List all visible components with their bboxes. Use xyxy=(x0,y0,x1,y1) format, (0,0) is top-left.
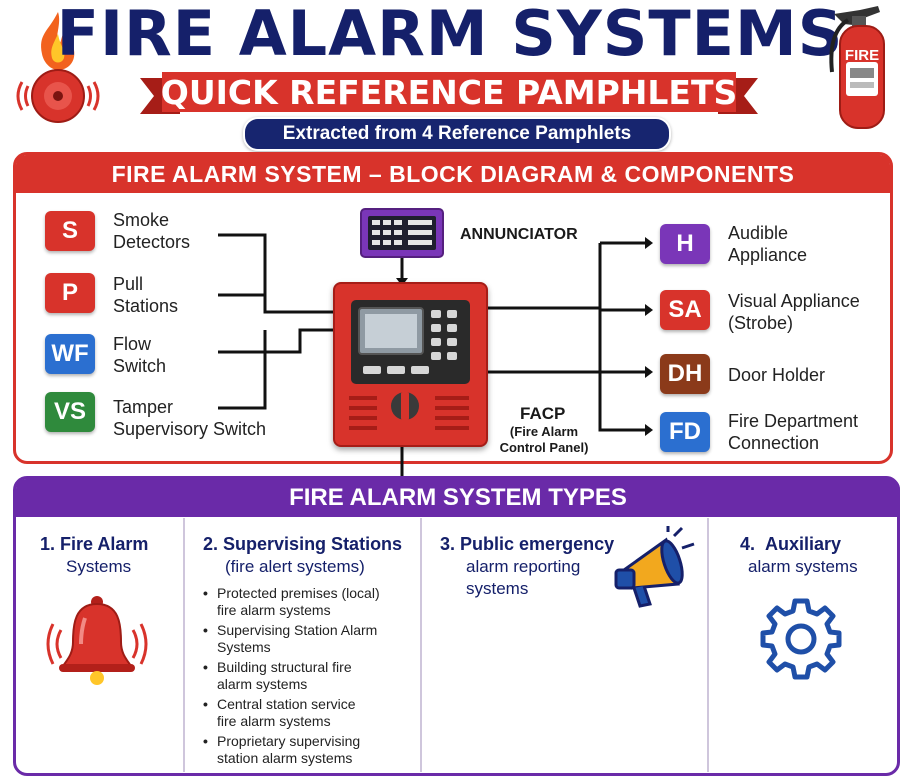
flow-switch-badge: WF xyxy=(45,334,95,374)
type-auxiliary: 4. Auxiliary alarm systems xyxy=(740,534,858,576)
type-fire-alarm-systems: 1. Fire Alarm Systems xyxy=(40,534,149,576)
tamper-switch-badge: VS xyxy=(45,392,95,432)
megaphone-icon xyxy=(610,526,696,610)
annunciator-icon xyxy=(360,208,444,258)
visual-appliance-label: Visual Appliance(Strobe) xyxy=(728,291,860,333)
supervising-stations-list: Protected premises (local)fire alarm sys… xyxy=(203,585,417,770)
fire-department-connection-badge: FD xyxy=(660,412,710,452)
audible-appliance-badge: H xyxy=(660,224,710,264)
fire-extinguisher-icon: FIRE xyxy=(820,2,898,132)
ribbon-banner xyxy=(140,72,758,114)
system-types-heading: FIRE ALARM SYSTEM TYPES xyxy=(16,479,900,517)
ribbon-title: QUICK REFERENCE PAMPHLETS xyxy=(160,73,738,112)
door-holder-badge: DH xyxy=(660,354,710,394)
annunciator-label: ANNUNCIATOR xyxy=(460,226,578,243)
column-divider xyxy=(707,518,709,772)
column-divider xyxy=(183,518,185,772)
smoke-detector-badge: S xyxy=(45,211,95,251)
block-diagram-heading: FIRE ALARM SYSTEM – BLOCK DIAGRAM & COMP… xyxy=(16,155,890,193)
subtitle-pill: Extracted from 4 Reference Pamphlets xyxy=(243,117,671,151)
fire-bell-icon xyxy=(8,4,108,134)
type-supervising-stations: 2. Supervising Stations (fire alert syst… xyxy=(203,534,403,576)
list-item: Protected premises (local)fire alarm sys… xyxy=(203,585,417,619)
page-title: FIRE ALARM SYSTEMS xyxy=(56,0,844,70)
alarm-bell-icon xyxy=(45,594,149,686)
column-divider xyxy=(420,518,422,772)
facp-label: FACP xyxy=(520,404,566,423)
gear-icon xyxy=(758,596,844,682)
door-holder-label: Door Holder xyxy=(728,365,826,385)
extinguisher-label: FIRE xyxy=(845,47,879,64)
system-types-section xyxy=(13,476,900,776)
facp-panel xyxy=(333,282,488,447)
pull-station-badge: P xyxy=(45,273,95,313)
visual-appliance-badge: SA xyxy=(660,290,710,330)
type-public-emergency: 3. Public emergency alarm reporting syst… xyxy=(440,534,615,598)
